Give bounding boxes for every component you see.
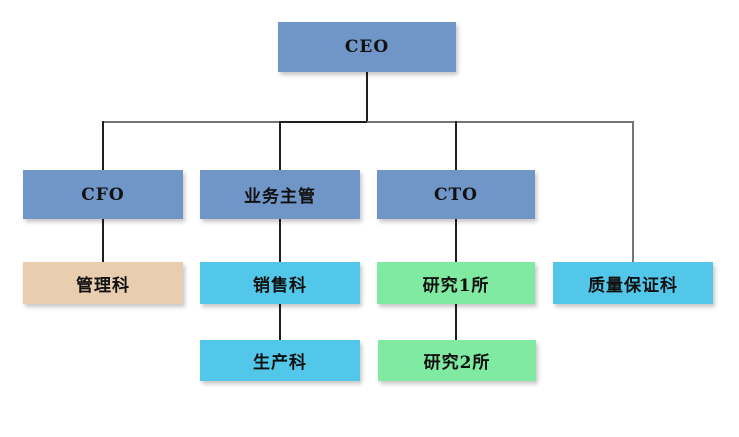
connector-cfo-to-mgmt (102, 219, 104, 262)
node-sales-section: 销售科 (200, 262, 360, 304)
connector-ceo-to-cfo (102, 121, 104, 170)
connector-ceo-to-qa (632, 121, 634, 262)
node-quality-assurance-section: 质量保证科 (553, 262, 713, 304)
connector-sales-to-prod (279, 304, 281, 340)
connector-cto-to-res1 (455, 219, 457, 262)
node-ceo: CEO (278, 22, 456, 72)
node-production-section: 生产科 (200, 340, 360, 381)
node-cto: CTO (377, 170, 535, 219)
node-business-manager: 业务主管 (200, 170, 360, 219)
connector-res1-to-res2 (455, 304, 457, 340)
node-research-institute-2: 研究2所 (378, 340, 536, 381)
connector-biz-to-sales (279, 219, 281, 262)
connector-ceo-to-biz (279, 121, 281, 170)
node-management-section: 管理科 (23, 262, 183, 304)
connector-horizontal-bar (102, 121, 634, 123)
node-cfo: CFO (23, 170, 183, 219)
connector-ceo-to-cto (455, 121, 457, 170)
connector-horizontal-bar-dark-segment (279, 121, 367, 123)
node-research-institute-1: 研究1所 (377, 262, 535, 304)
connector-ceo-stub (366, 72, 368, 122)
